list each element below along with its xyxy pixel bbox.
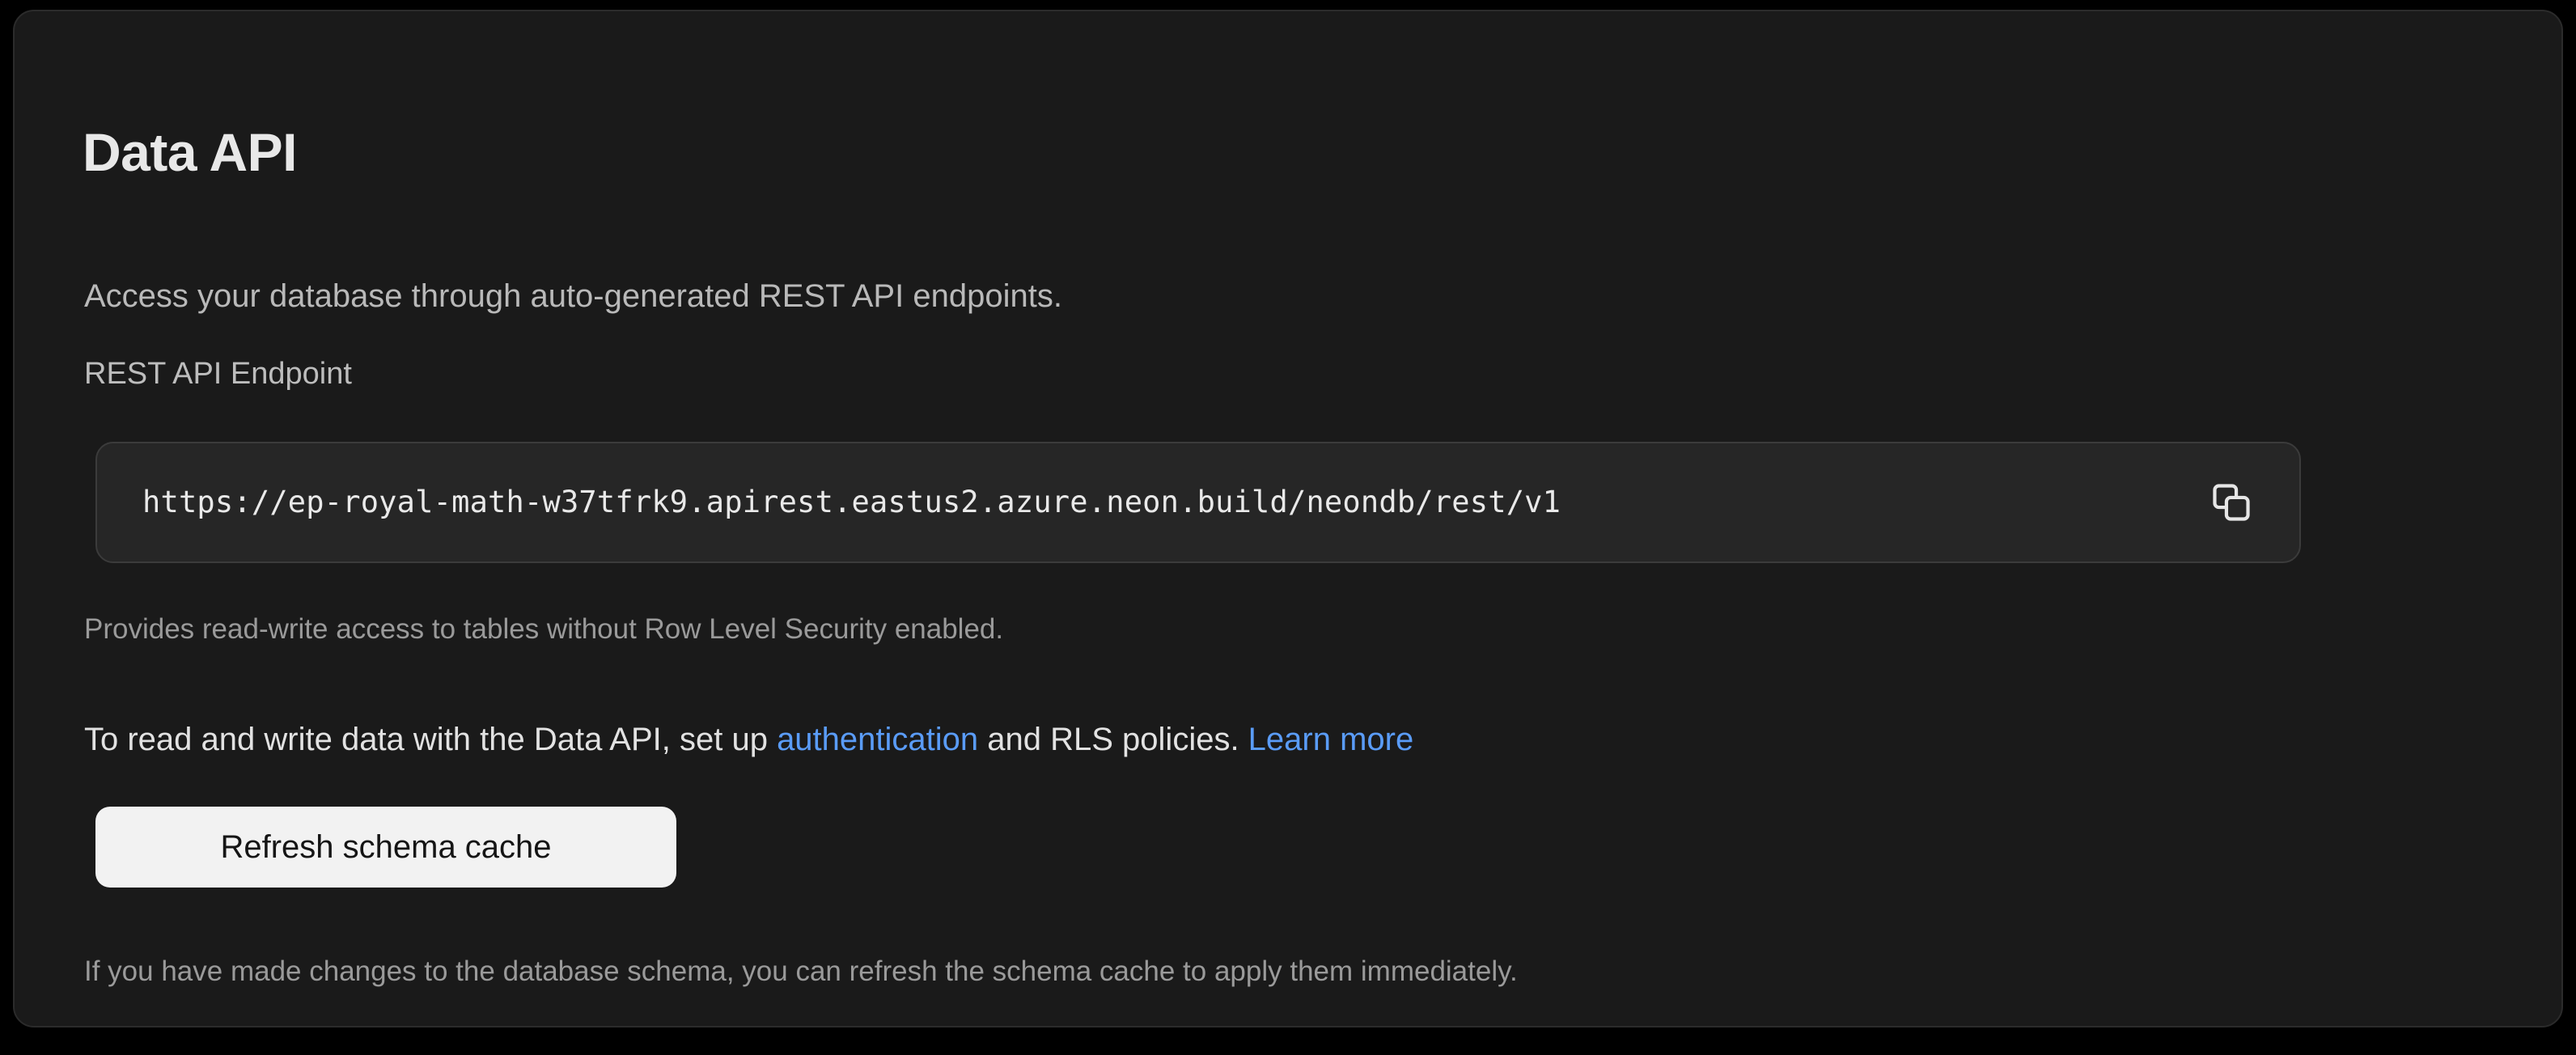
instructions-prefix: To read and write data with the Data API… — [84, 722, 777, 757]
data-api-instructions: To read and write data with the Data API… — [84, 718, 1413, 761]
rest-api-endpoint-field[interactable]: https://ep-royal-math-w37tfrk9.apirest.e… — [95, 442, 2301, 563]
refresh-schema-cache-button[interactable]: Refresh schema cache — [95, 807, 676, 888]
card-description: Access your database through auto-genera… — [84, 274, 1062, 318]
copy-endpoint-button[interactable] — [2189, 460, 2273, 544]
rest-api-endpoint-value[interactable]: https://ep-royal-math-w37tfrk9.apirest.e… — [97, 485, 2189, 520]
authentication-link[interactable]: authentication — [777, 722, 978, 757]
page-title: Data API — [83, 121, 297, 184]
instructions-middle: and RLS policies. — [978, 722, 1248, 757]
refresh-schema-cache-note: If you have made changes to the database… — [84, 952, 1518, 990]
rest-api-endpoint-label: REST API Endpoint — [84, 354, 352, 394]
copy-icon — [2209, 480, 2254, 525]
endpoint-help-text: Provides read-write access to tables wit… — [84, 610, 1003, 648]
learn-more-link[interactable]: Learn more — [1248, 722, 1414, 757]
data-api-card: Data API Access your database through au… — [13, 10, 2563, 1027]
